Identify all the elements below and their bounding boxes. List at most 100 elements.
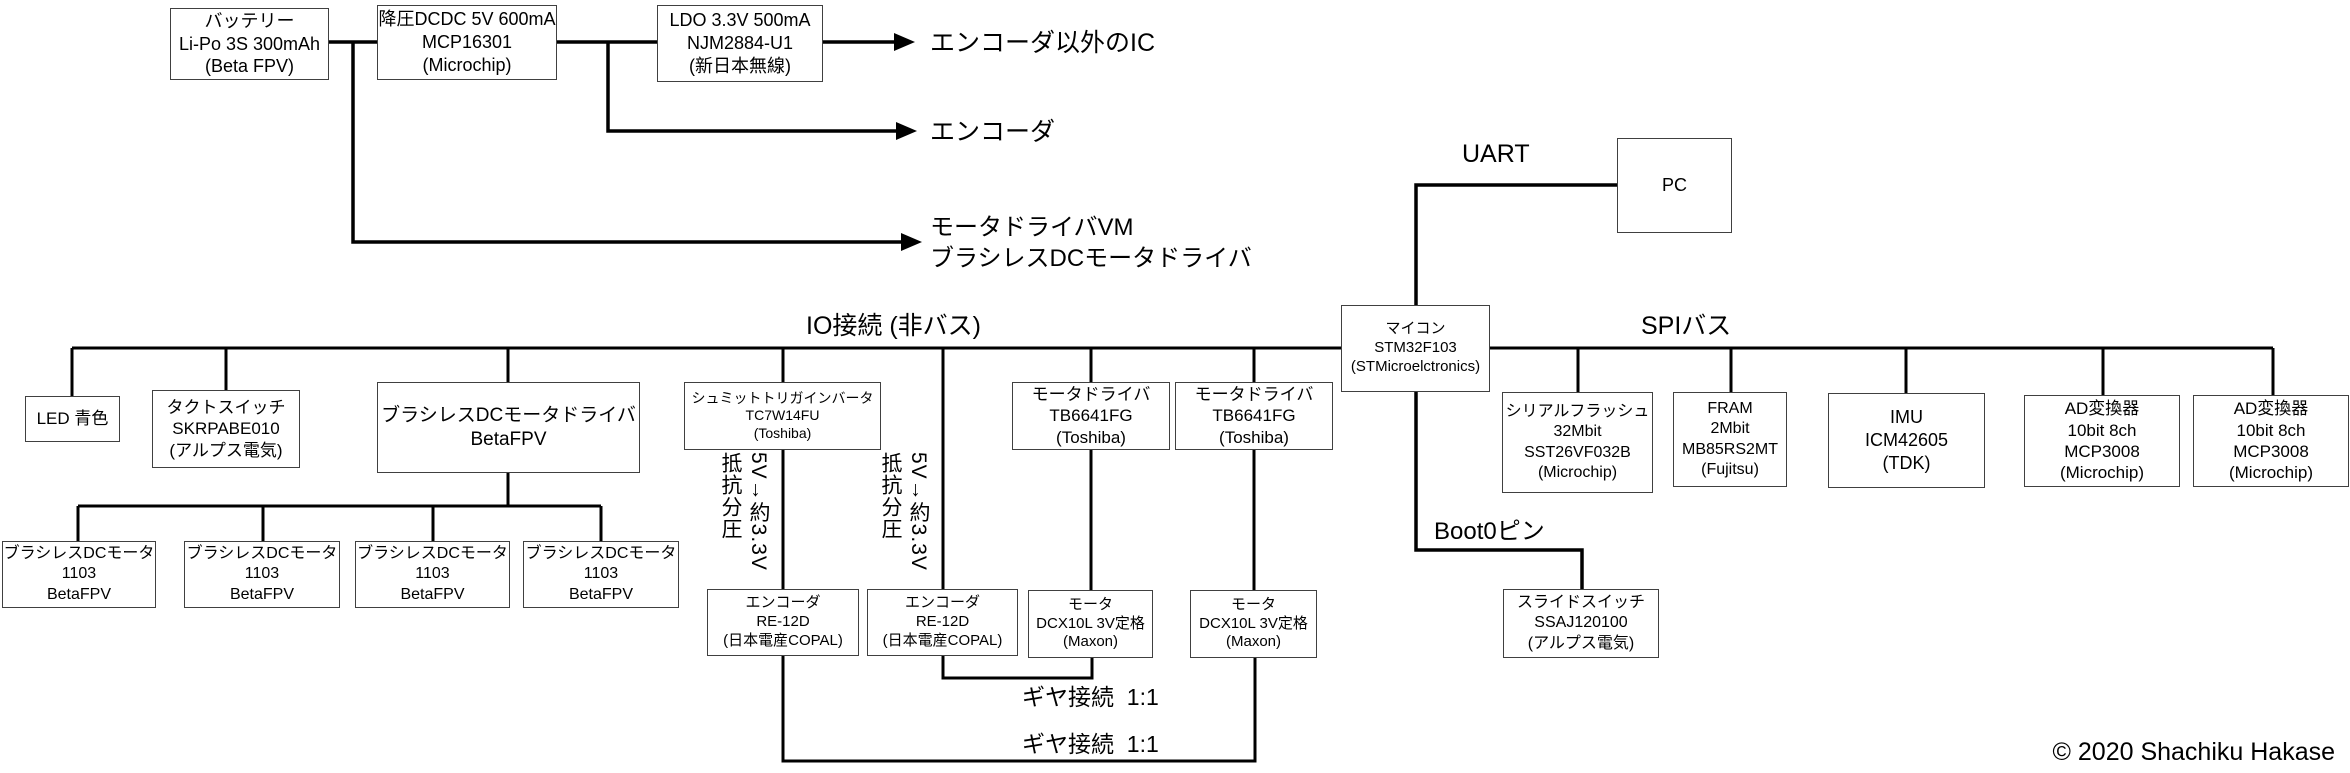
box-line: ブラシレスDCモータ — [357, 545, 508, 563]
box-line: 1103 — [583, 565, 619, 583]
box-line: タクトスイッチ — [166, 397, 286, 417]
box-line: (Maxon) — [1062, 633, 1118, 651]
pc-box: PC — [1617, 138, 1732, 233]
rail-other-ic-label: エンコーダ以外のIC — [930, 29, 1156, 57]
box-line: STM32F103 — [1374, 339, 1457, 357]
resistor-divider-text: 5V→約3.3V — [747, 452, 770, 571]
bus-wires — [70, 346, 2275, 763]
arrowhead-icon — [896, 122, 917, 140]
resistor-divider-label-1: 抵抗分圧 5V→約3.3V — [716, 452, 772, 588]
box-line: (アルプス電気) — [1527, 634, 1635, 652]
box-line: Li-Po 3S 300mAh — [178, 33, 321, 54]
box-line: (TDK) — [1882, 452, 1931, 473]
resistor-divider-text: 抵抗分圧 — [719, 452, 742, 540]
imu-box: IMU ICM42605 (TDK) — [1828, 393, 1985, 488]
fram-box: FRAM 2Mbit MB85RS2MT (Fujitsu) — [1673, 392, 1787, 487]
box-line: MB85RS2MT — [1681, 440, 1779, 458]
box-line: 降圧DCDC 5V 600mA — [378, 9, 556, 30]
box-line: シュミットトリガインバータ — [691, 389, 874, 406]
resistor-divider-text: 5V→約3.3V — [907, 452, 930, 571]
dcdc-box: 降圧DCDC 5V 600mA MCP16301 (Microchip) — [377, 5, 557, 80]
arrowhead-icon — [901, 233, 922, 251]
box-line: TB6641FG — [1049, 406, 1133, 426]
box-line: (Toshiba) — [1056, 427, 1126, 447]
box-line: TB6641FG — [1212, 406, 1296, 426]
box-line: SKRPABE010 — [172, 419, 280, 439]
rail-encoder-label: エンコーダ — [930, 118, 1056, 146]
box-line: (Microchip) — [2228, 463, 2314, 483]
power-wires — [329, 40, 1617, 589]
spi-bus-label: SPIバス — [1641, 312, 1732, 340]
box-line: 2Mbit — [1710, 420, 1750, 438]
bldc-motor-2-box: ブラシレスDCモータ 1103 BetaFPV — [184, 541, 340, 608]
adc-1-box: AD変換器 10bit 8ch MCP3008 (Microchip) — [2024, 395, 2180, 487]
box-line: DCX10L 3V定格 — [1199, 614, 1308, 632]
box-line: AD変換器 — [2233, 399, 2309, 419]
encoder-2-box: エンコーダ RE-12D (日本電産COPAL) — [867, 589, 1018, 656]
arrowheads — [894, 33, 922, 251]
box-line: (日本電産COPAL) — [723, 631, 843, 649]
motor-driver-2-box: モータドライバ TB6641FG (Toshiba) — [1175, 382, 1333, 450]
box-line: BetaFPV — [400, 585, 465, 603]
gear-connection-label-1: ギヤ接続 1:1 — [1022, 684, 1159, 710]
resistor-divider-label-2: 抵抗分圧 5V→約3.3V — [876, 452, 932, 588]
box-line: PC — [1661, 175, 1687, 196]
box-line: MCP3008 — [2233, 442, 2309, 461]
box-line: (アルプス電気) — [169, 440, 283, 460]
box-line: SSAJ120100 — [1534, 614, 1628, 632]
tact-switch-box: タクトスイッチ SKRPABE010 (アルプス電気) — [152, 390, 300, 468]
box-line: AD変換器 — [2064, 399, 2140, 419]
adc-2-box: AD変換器 10bit 8ch MCP3008 (Microchip) — [2193, 395, 2349, 487]
schmitt-inverter-box: シュミットトリガインバータ TC7W14FU (Toshiba) — [684, 382, 881, 450]
box-line: モータドライバ — [1031, 384, 1151, 404]
box-line: (STMicroelctronics) — [1350, 357, 1481, 375]
box-line: エンコーダ — [745, 594, 821, 612]
led-box: LED 青色 — [25, 396, 120, 442]
battery-box: バッテリー Li-Po 3S 300mAh (Beta FPV) — [170, 8, 329, 80]
resistor-divider-text: 抵抗分圧 — [879, 452, 902, 540]
box-line: 10bit 8ch — [2067, 420, 2137, 440]
box-line: NJM2884-U1 — [686, 33, 794, 54]
box-line: ブラシレスDCモータ — [525, 545, 677, 563]
rail-motor-vm-label-line2: ブラシレスDCモータドライバ — [930, 245, 1252, 272]
box-line: 32Mbit — [1553, 423, 1602, 441]
box-line: IMU — [1890, 407, 1923, 428]
box-line: (Beta FPV) — [204, 56, 295, 77]
copyright-text: © 2020 Shachiku Hakase — [2052, 738, 2335, 766]
box-line: モータ — [1067, 595, 1113, 613]
box-line: (Microchip) — [1537, 463, 1618, 481]
box-line: DCX10L 3V定格 — [1036, 614, 1145, 632]
ldo-box: LDO 3.3V 500mA NJM2884-U1 (新日本無線) — [657, 5, 823, 82]
box-line: BetaFPV — [229, 585, 295, 603]
box-line: マイコン — [1385, 320, 1446, 338]
box-line: LED 青色 — [36, 409, 109, 429]
box-line: ブラシレスDCモータドライバ — [381, 404, 636, 426]
box-line: (新日本無線) — [689, 55, 791, 76]
box-line: (Maxon) — [1225, 633, 1281, 651]
box-line: LDO 3.3V 500mA — [669, 10, 811, 31]
box-line: 1103 — [61, 565, 97, 583]
box-line: シリアルフラッシュ — [1505, 403, 1650, 421]
box-line: BetaFPV — [46, 585, 112, 603]
boot0-label: Boot0ピン — [1434, 518, 1545, 545]
slide-switch-box: スライドスイッチ SSAJ120100 (アルプス電気) — [1503, 589, 1659, 658]
encoder-1-box: エンコーダ RE-12D (日本電産COPAL) — [707, 589, 859, 656]
box-line: (Toshiba) — [1219, 427, 1289, 447]
arrowhead-icon — [894, 33, 915, 51]
box-line: (Toshiba) — [753, 424, 812, 441]
box-line: MCP16301 — [421, 32, 513, 53]
box-line: FRAM — [1707, 400, 1753, 418]
box-line: SST26VF032B — [1524, 443, 1631, 461]
rail-motor-vm-label-line1: モータドライバVM — [930, 214, 1134, 241]
box-line: 1103 — [415, 565, 450, 583]
motor-driver-1-box: モータドライバ TB6641FG (Toshiba) — [1012, 382, 1170, 450]
box-line: TC7W14FU — [745, 407, 820, 424]
io-bus-label: IO接続 (非バス) — [806, 312, 981, 340]
box-line: (Microchip) — [422, 54, 512, 75]
box-line: BetaFPV — [568, 585, 634, 603]
box-line: (日本電産COPAL) — [882, 631, 1003, 649]
dc-motor-2-box: モータ DCX10L 3V定格 (Maxon) — [1190, 590, 1317, 658]
uart-label: UART — [1462, 140, 1530, 168]
